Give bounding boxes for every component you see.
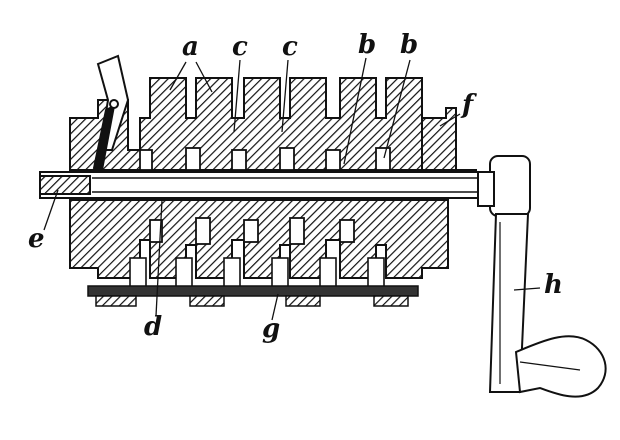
- label-g: g: [262, 314, 281, 344]
- label-c-left: c: [232, 32, 248, 62]
- rod: [87, 285, 419, 297]
- latch: [92, 54, 130, 172]
- label-f: f: [462, 90, 474, 120]
- upper-notches: [139, 147, 391, 171]
- label-e: e: [28, 224, 45, 254]
- label-d: d: [144, 312, 163, 342]
- bottom-slots: [129, 257, 385, 289]
- upper-body: [69, 77, 449, 171]
- lower-body: [69, 199, 449, 279]
- crank: [477, 155, 607, 398]
- label-b-right: b: [400, 30, 419, 60]
- lower-notches: [149, 217, 355, 245]
- label-h: h: [544, 270, 563, 300]
- leader-lines: [43, 57, 541, 321]
- shaft: [39, 171, 489, 199]
- label-b-left: b: [358, 30, 377, 60]
- rod-feet: [95, 295, 409, 307]
- label-c-right: c: [282, 32, 298, 62]
- label-a: a: [182, 32, 199, 62]
